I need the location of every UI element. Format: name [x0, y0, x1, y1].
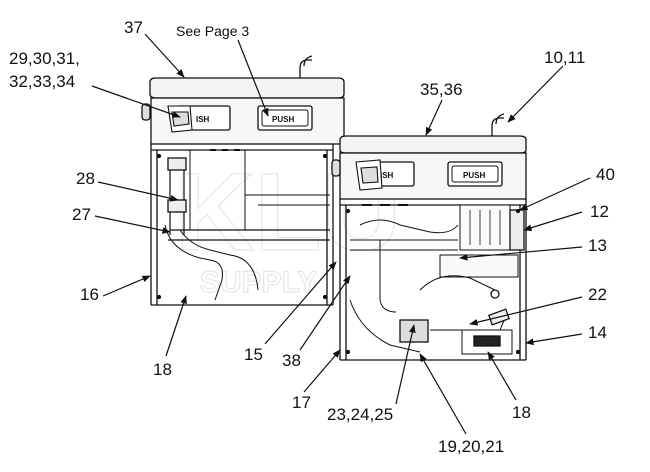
leader-27 [94, 215, 171, 234]
right-push-label: PUSH [463, 171, 485, 180]
name-plate [473, 335, 501, 347]
callout-13: 13 [588, 236, 607, 255]
callout-18-right: 18 [512, 403, 531, 422]
callout-12: 12 [590, 202, 609, 221]
leader-40 [519, 177, 591, 211]
leader-18-left [165, 295, 187, 357]
leader-15 [264, 261, 337, 345]
callout-27: 27 [72, 205, 91, 224]
callout-32-34: 32,33,34 [9, 72, 75, 91]
callout-28: 28 [76, 169, 95, 188]
callout-23-25: 23,24,25 [327, 405, 393, 424]
leader-16 [102, 275, 151, 297]
left-top-basin [149, 77, 345, 99]
callout-37: 37 [124, 18, 143, 37]
callout-18-left: 18 [153, 360, 172, 379]
callout-10-11: 10,11 [544, 48, 585, 67]
watermark-subtext: SUPPLY [200, 266, 317, 299]
callout-29-31: 29,30,31, [9, 49, 80, 68]
callout-35-36: 35,36 [420, 80, 463, 99]
leader-35-36 [425, 99, 443, 136]
right-bubbler [491, 113, 505, 136]
left-cooler-unit [141, 55, 345, 306]
callout-14: 14 [588, 323, 607, 342]
callout-see-page-3: See Page 3 [176, 23, 249, 39]
callout-22: 22 [588, 285, 607, 304]
leader-37 [144, 33, 185, 78]
leader-23-25 [395, 324, 416, 405]
leader-14 [525, 333, 583, 346]
leader-29-34 [91, 85, 181, 118]
left-filter-housing [167, 157, 187, 171]
leader-13 [459, 246, 583, 261]
leader-28 [97, 181, 179, 202]
left-push-label: PUSH [272, 115, 294, 124]
left-bubbler [299, 55, 313, 78]
right-push-label-partial: ISH [380, 171, 394, 180]
left-push-label-partial: ISH [196, 115, 210, 124]
right-clip-part [355, 159, 383, 191]
callout-17: 17 [292, 393, 311, 412]
leader-38 [299, 275, 351, 351]
chiller-tank [459, 204, 511, 251]
callout-19-21: 19,20,21 [438, 437, 504, 456]
refrigeration-line [439, 254, 519, 278]
callout-40: 40 [596, 165, 615, 184]
leader-10-11 [507, 65, 564, 123]
leader-22 [469, 296, 583, 326]
leader-12 [523, 211, 583, 231]
callout-labels: 37 See Page 3 29,30,31, 32,33,34 10,11 3… [9, 18, 615, 456]
left-clip-part [167, 105, 193, 133]
leader-lines [91, 33, 591, 435]
callout-16: 16 [80, 285, 99, 304]
leader-19-21 [419, 353, 467, 435]
side-bracket [509, 209, 525, 251]
right-top-basin [339, 135, 527, 154]
callout-15: 15 [244, 345, 263, 364]
leader-18-right [487, 351, 517, 401]
left-side-knob [141, 103, 151, 121]
compressor-switch [399, 319, 429, 343]
leader-see-page-3 [237, 39, 269, 117]
callout-38: 38 [282, 351, 301, 370]
leader-17 [303, 349, 341, 393]
